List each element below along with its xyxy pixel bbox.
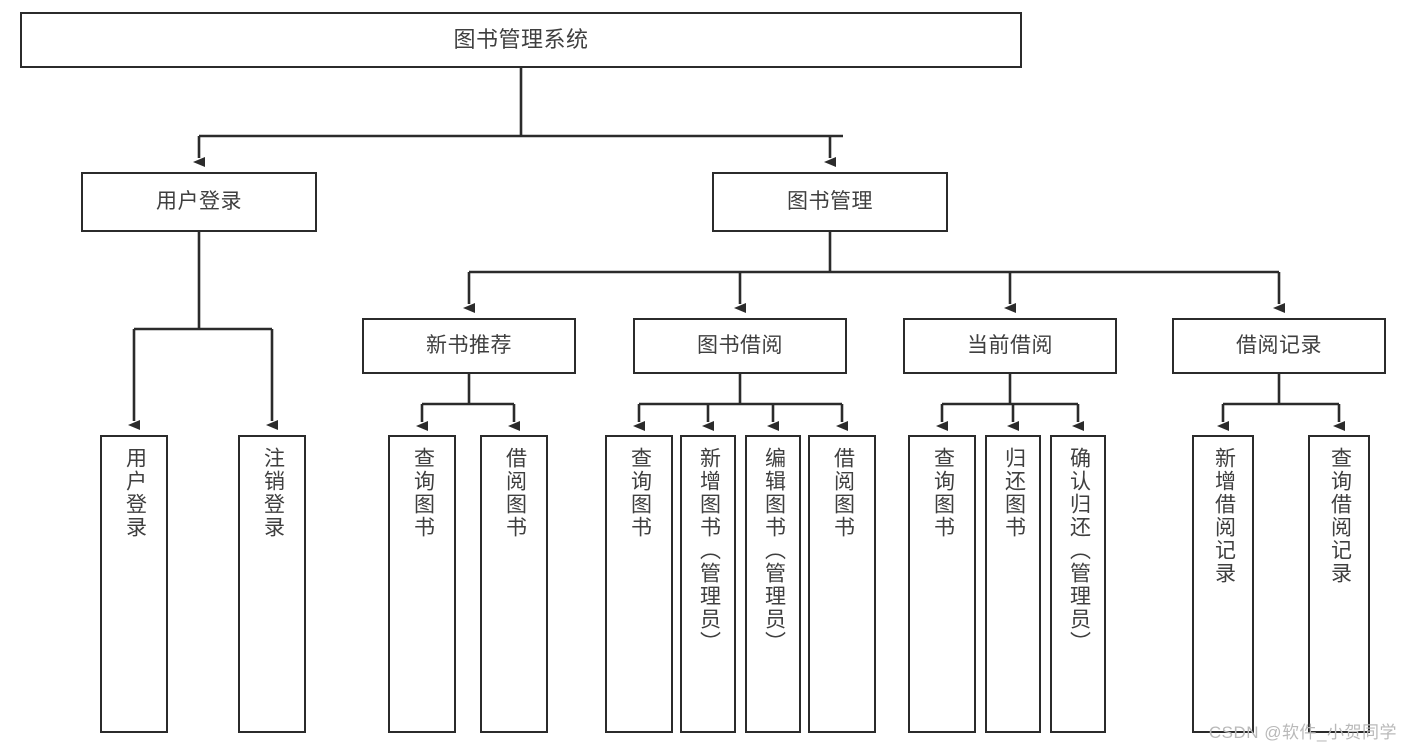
node-book-borrow[interactable]: 图书借阅 [633,318,847,374]
node-user-login[interactable]: 用户登录 [81,172,317,232]
node-label: 图书管理 [787,190,873,214]
node-label: 查询图书 [628,447,652,539]
node-query-book-3[interactable]: 查询图书 [908,435,976,733]
node-label: 查询借阅记录 [1328,447,1352,585]
node-label: 注销登录 [261,447,285,539]
node-label: 查询图书 [411,447,435,539]
node-label: 编辑图书（管理员） [762,447,786,654]
node-return-book[interactable]: 归还图书 [985,435,1041,733]
node-label: 当前借阅 [967,334,1053,358]
node-user-login-do[interactable]: 用户登录 [100,435,168,733]
node-query-borrow-record[interactable]: 查询借阅记录 [1308,435,1370,733]
node-current-borrow[interactable]: 当前借阅 [903,318,1117,374]
csdn-watermark: CSDN @软件_小贺同学 [1208,723,1397,742]
node-label: 用户登录 [156,190,242,214]
node-label: 新增借阅记录 [1212,447,1236,585]
node-query-book-2[interactable]: 查询图书 [605,435,673,733]
node-edit-book[interactable]: 编辑图书（管理员） [745,435,801,733]
node-root-system[interactable]: 图书管理系统 [20,12,1022,68]
node-add-book[interactable]: 新增图书（管理员） [680,435,736,733]
node-borrow-book-2[interactable]: 借阅图书 [808,435,876,733]
node-new-book-recommend[interactable]: 新书推荐 [362,318,576,374]
node-label: 新书推荐 [426,334,512,358]
node-label: 用户登录 [123,447,147,539]
node-label: 图书管理系统 [453,26,589,52]
node-label: 新增图书（管理员） [697,447,721,654]
node-user-logout-do[interactable]: 注销登录 [238,435,306,733]
node-label: 归还图书 [1002,447,1026,539]
node-add-borrow-record[interactable]: 新增借阅记录 [1192,435,1254,733]
node-label: 确认归还（管理员） [1067,447,1091,654]
node-borrow-book-1[interactable]: 借阅图书 [480,435,548,733]
node-book-manage[interactable]: 图书管理 [712,172,948,232]
node-label: 借阅图书 [831,447,855,539]
node-label: 借阅图书 [503,447,527,539]
node-borrow-record[interactable]: 借阅记录 [1172,318,1386,374]
node-label: 图书借阅 [697,334,783,358]
node-confirm-return[interactable]: 确认归还（管理员） [1050,435,1106,733]
node-query-book-1[interactable]: 查询图书 [388,435,456,733]
node-label: 查询图书 [931,447,955,539]
node-label: 借阅记录 [1236,334,1322,358]
